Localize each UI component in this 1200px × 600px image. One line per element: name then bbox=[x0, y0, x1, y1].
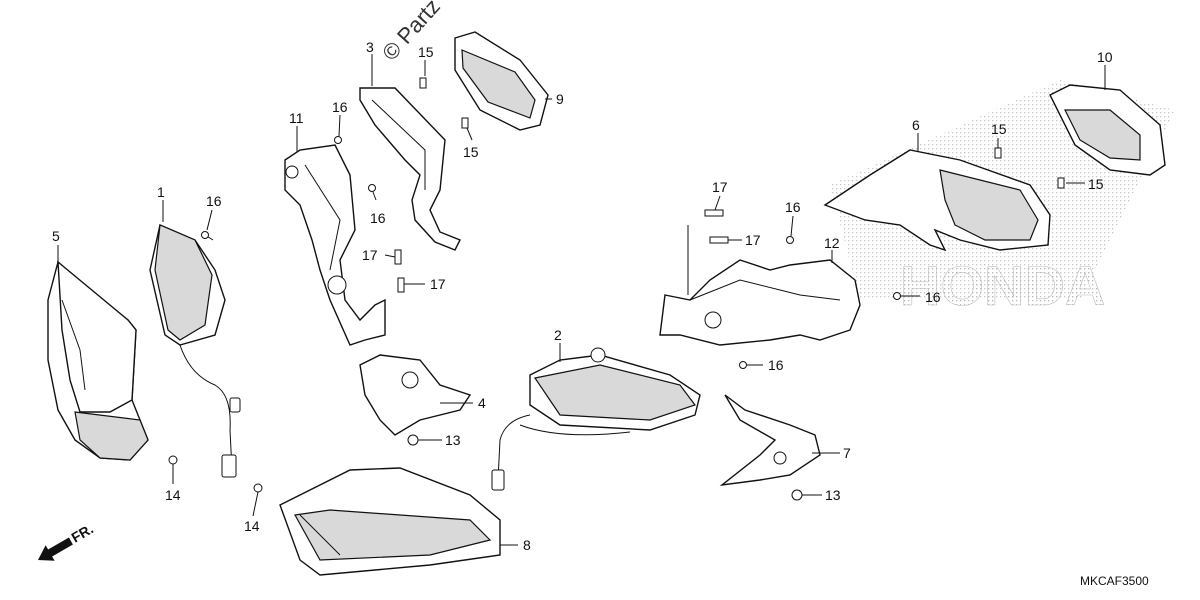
callout-16-f: 16 bbox=[925, 289, 941, 305]
part-10-mirror-glass[interactable] bbox=[1049, 84, 1166, 176]
callout-1: 1 bbox=[157, 184, 165, 200]
screw-14-b bbox=[253, 483, 263, 493]
part-7-small-cover[interactable] bbox=[719, 394, 821, 487]
callout-14-a: 14 bbox=[165, 487, 181, 503]
callout-16-e: 16 bbox=[785, 199, 801, 215]
callout-2: 2 bbox=[554, 327, 562, 343]
nut-13-b bbox=[791, 489, 803, 501]
part-5-mirror-housing[interactable] bbox=[47, 260, 149, 461]
callout-15-c: 15 bbox=[991, 121, 1007, 137]
callout-12: 12 bbox=[824, 235, 840, 251]
bolt-17-b bbox=[709, 236, 729, 244]
part-6-upper-cover[interactable] bbox=[823, 149, 1051, 252]
callout-17-b: 17 bbox=[745, 232, 761, 248]
bolt-16-a bbox=[201, 231, 214, 241]
callout-11: 11 bbox=[289, 110, 304, 126]
bolt-16-b bbox=[334, 136, 342, 144]
screw-15-b bbox=[461, 117, 469, 129]
part-8-lower-cover[interactable] bbox=[279, 467, 501, 576]
callout-16-c: 16 bbox=[370, 210, 386, 226]
callout-13-a: 13 bbox=[445, 432, 461, 448]
brand-mark: HONDA bbox=[900, 254, 1105, 317]
callout-17-d: 17 bbox=[430, 276, 446, 292]
callout-13-b: 13 bbox=[825, 487, 841, 503]
callout-5: 5 bbox=[52, 228, 60, 244]
callout-16-d: 16 bbox=[768, 357, 784, 373]
callout-6: 6 bbox=[912, 117, 920, 133]
part-12-bracket[interactable] bbox=[659, 259, 861, 346]
leader-lines bbox=[57, 54, 1106, 546]
bolt-16-e bbox=[786, 236, 794, 244]
screw-14-a bbox=[168, 455, 178, 465]
front-direction-indicator: FR. bbox=[38, 520, 97, 561]
diagram-code: MKCAF3500 bbox=[1080, 574, 1149, 588]
part-4-cover[interactable] bbox=[359, 354, 472, 436]
direction-label: FR. bbox=[69, 520, 97, 545]
part-9-mirror-glass[interactable] bbox=[454, 31, 549, 131]
part-3-stay[interactable] bbox=[359, 87, 461, 251]
callouts: 1 2 3 4 5 6 7 8 9 10 11 12 13 13 14 14 1… bbox=[52, 39, 1113, 553]
callout-8: 8 bbox=[523, 537, 531, 553]
screw-15-c bbox=[994, 147, 1002, 159]
callout-7: 7 bbox=[843, 445, 851, 461]
nut-13-a bbox=[407, 434, 419, 446]
callout-17-c: 17 bbox=[362, 247, 378, 263]
screw-15-a bbox=[419, 77, 427, 89]
callout-16-b: 16 bbox=[332, 99, 348, 115]
callout-15-d: 15 bbox=[1088, 176, 1104, 192]
bolt-16-f bbox=[893, 292, 901, 300]
callout-10: 10 bbox=[1097, 49, 1113, 65]
callout-15-a: 15 bbox=[418, 44, 434, 60]
bolt-17-a bbox=[704, 209, 724, 217]
part-11-bracket[interactable] bbox=[284, 144, 386, 346]
bolt-16-c bbox=[368, 184, 376, 192]
part-1-turn-signal[interactable] bbox=[149, 224, 241, 478]
bolt-17-c bbox=[394, 249, 402, 265]
bolt-16-d bbox=[739, 361, 747, 369]
front-arrow-icon bbox=[38, 537, 73, 561]
callout-3: 3 bbox=[366, 39, 374, 55]
part-2-turn-signal[interactable] bbox=[491, 347, 701, 491]
screw-15-d bbox=[1057, 177, 1065, 189]
callout-14-b: 14 bbox=[244, 518, 260, 534]
callout-9: 9 bbox=[556, 91, 564, 107]
callout-16-a: 16 bbox=[206, 193, 222, 209]
callout-4: 4 bbox=[478, 395, 486, 411]
callout-17-a: 17 bbox=[712, 179, 728, 195]
watermark: © Partz bbox=[377, 0, 445, 65]
bolt-17-d bbox=[397, 277, 405, 293]
callout-15-b: 15 bbox=[463, 144, 479, 160]
